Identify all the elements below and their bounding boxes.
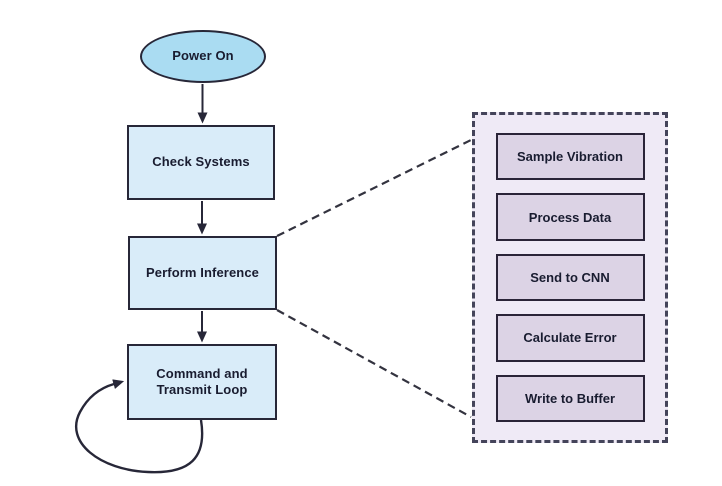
dashed-connector-top xyxy=(276,139,472,237)
panel-step-label: Send to CNN xyxy=(530,270,610,285)
panel-step-calculate-error: Calculate Error xyxy=(495,314,645,362)
panel-step-label: Sample Vibration xyxy=(517,149,623,165)
node-label: Command and Transmit Loop xyxy=(156,365,248,397)
panel-step-label: Write to Buffer xyxy=(524,390,616,406)
panel-step-process-data: Process Data xyxy=(495,193,645,241)
node-perform-inference: Perform Inference xyxy=(128,236,277,310)
panel-step-send-to-cnn: Send to CNN xyxy=(495,253,645,302)
node-label: Power On xyxy=(172,48,234,64)
node-command-transmit-loop: Command and Transmit Loop xyxy=(127,344,277,420)
node-power-on: Power On xyxy=(140,30,266,83)
node-check-systems: Check Systems xyxy=(127,125,275,200)
panel-step-sample-vibration: Sample Vibration xyxy=(495,132,645,181)
node-label: Perform Inference xyxy=(146,264,259,280)
panel-step-label: Process Data xyxy=(528,209,612,225)
detail-panel: Sample Vibration Process Data Send to CN… xyxy=(472,112,668,443)
panel-step-write-to-buffer: Write to Buffer xyxy=(495,374,645,423)
dashed-connector-bottom xyxy=(276,309,472,418)
panel-step-label: Calculate Error xyxy=(523,330,617,346)
node-label: Check Systems xyxy=(152,154,250,170)
